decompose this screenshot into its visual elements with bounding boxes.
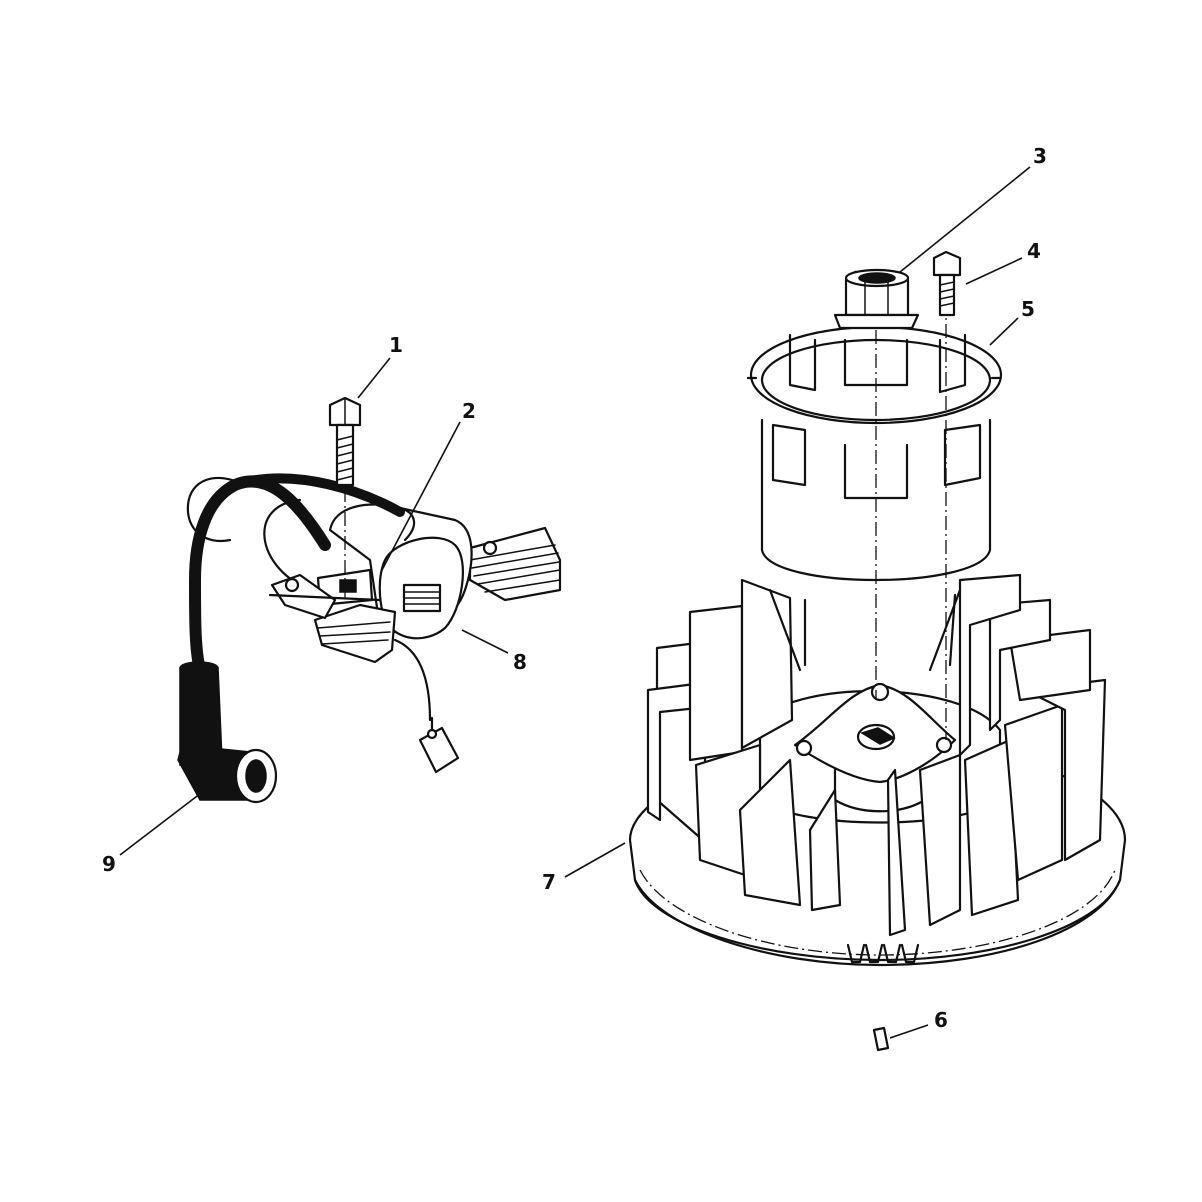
callout-5: 5 (1021, 297, 1035, 321)
callout-8: 8 (513, 650, 527, 674)
leader-1 (357, 357, 391, 399)
flywheel-nut (833, 268, 920, 330)
callout-2: 2 (462, 399, 476, 423)
fin (1023, 678, 1107, 862)
callout-9: 9 (102, 852, 116, 876)
fin (740, 578, 794, 750)
fin (1003, 703, 1064, 882)
wire-loop (263, 498, 302, 587)
flywheel-assembly (628, 250, 1127, 1052)
callout-4: 4 (1027, 239, 1041, 263)
callout-3: 3 (1033, 144, 1047, 168)
spark-plug-lead (188, 475, 331, 676)
fin (963, 738, 1020, 917)
fin (918, 753, 962, 927)
fin (738, 758, 802, 907)
spark-plug-lead-upper (240, 473, 405, 517)
ignition-coil-assembly (177, 396, 562, 804)
fin (1008, 628, 1092, 702)
leader-2 (381, 421, 461, 571)
leader-4 (965, 257, 1023, 285)
coil-body (313, 503, 473, 664)
fin (688, 604, 744, 762)
callout-leaders (119, 166, 1031, 1039)
callout-7: 7 (542, 870, 556, 894)
callout-labels: 1 2 3 4 5 6 7 8 9 (102, 144, 1047, 1032)
cooling-fins (646, 573, 1107, 937)
flywheel-key (872, 1026, 890, 1052)
leader-8 (461, 629, 509, 654)
fin (988, 598, 1052, 732)
leader-3 (899, 166, 1031, 273)
callout-1: 1 (389, 333, 403, 357)
leader-6 (889, 1024, 929, 1039)
screen-bolt (932, 250, 962, 317)
leader-9 (119, 789, 206, 856)
terminal-clip (268, 573, 382, 620)
fin (808, 788, 842, 912)
coil-mounting-bolt (328, 396, 362, 600)
fin (958, 573, 1022, 757)
wire-loop-back (186, 476, 247, 543)
leader-5 (989, 317, 1019, 346)
armature-lamination-right (468, 526, 562, 602)
leader-7 (564, 842, 626, 878)
fin (886, 768, 907, 937)
spark-plug-boot (177, 661, 278, 804)
callout-6: 6 (934, 1008, 948, 1032)
ground-wire (393, 638, 460, 774)
